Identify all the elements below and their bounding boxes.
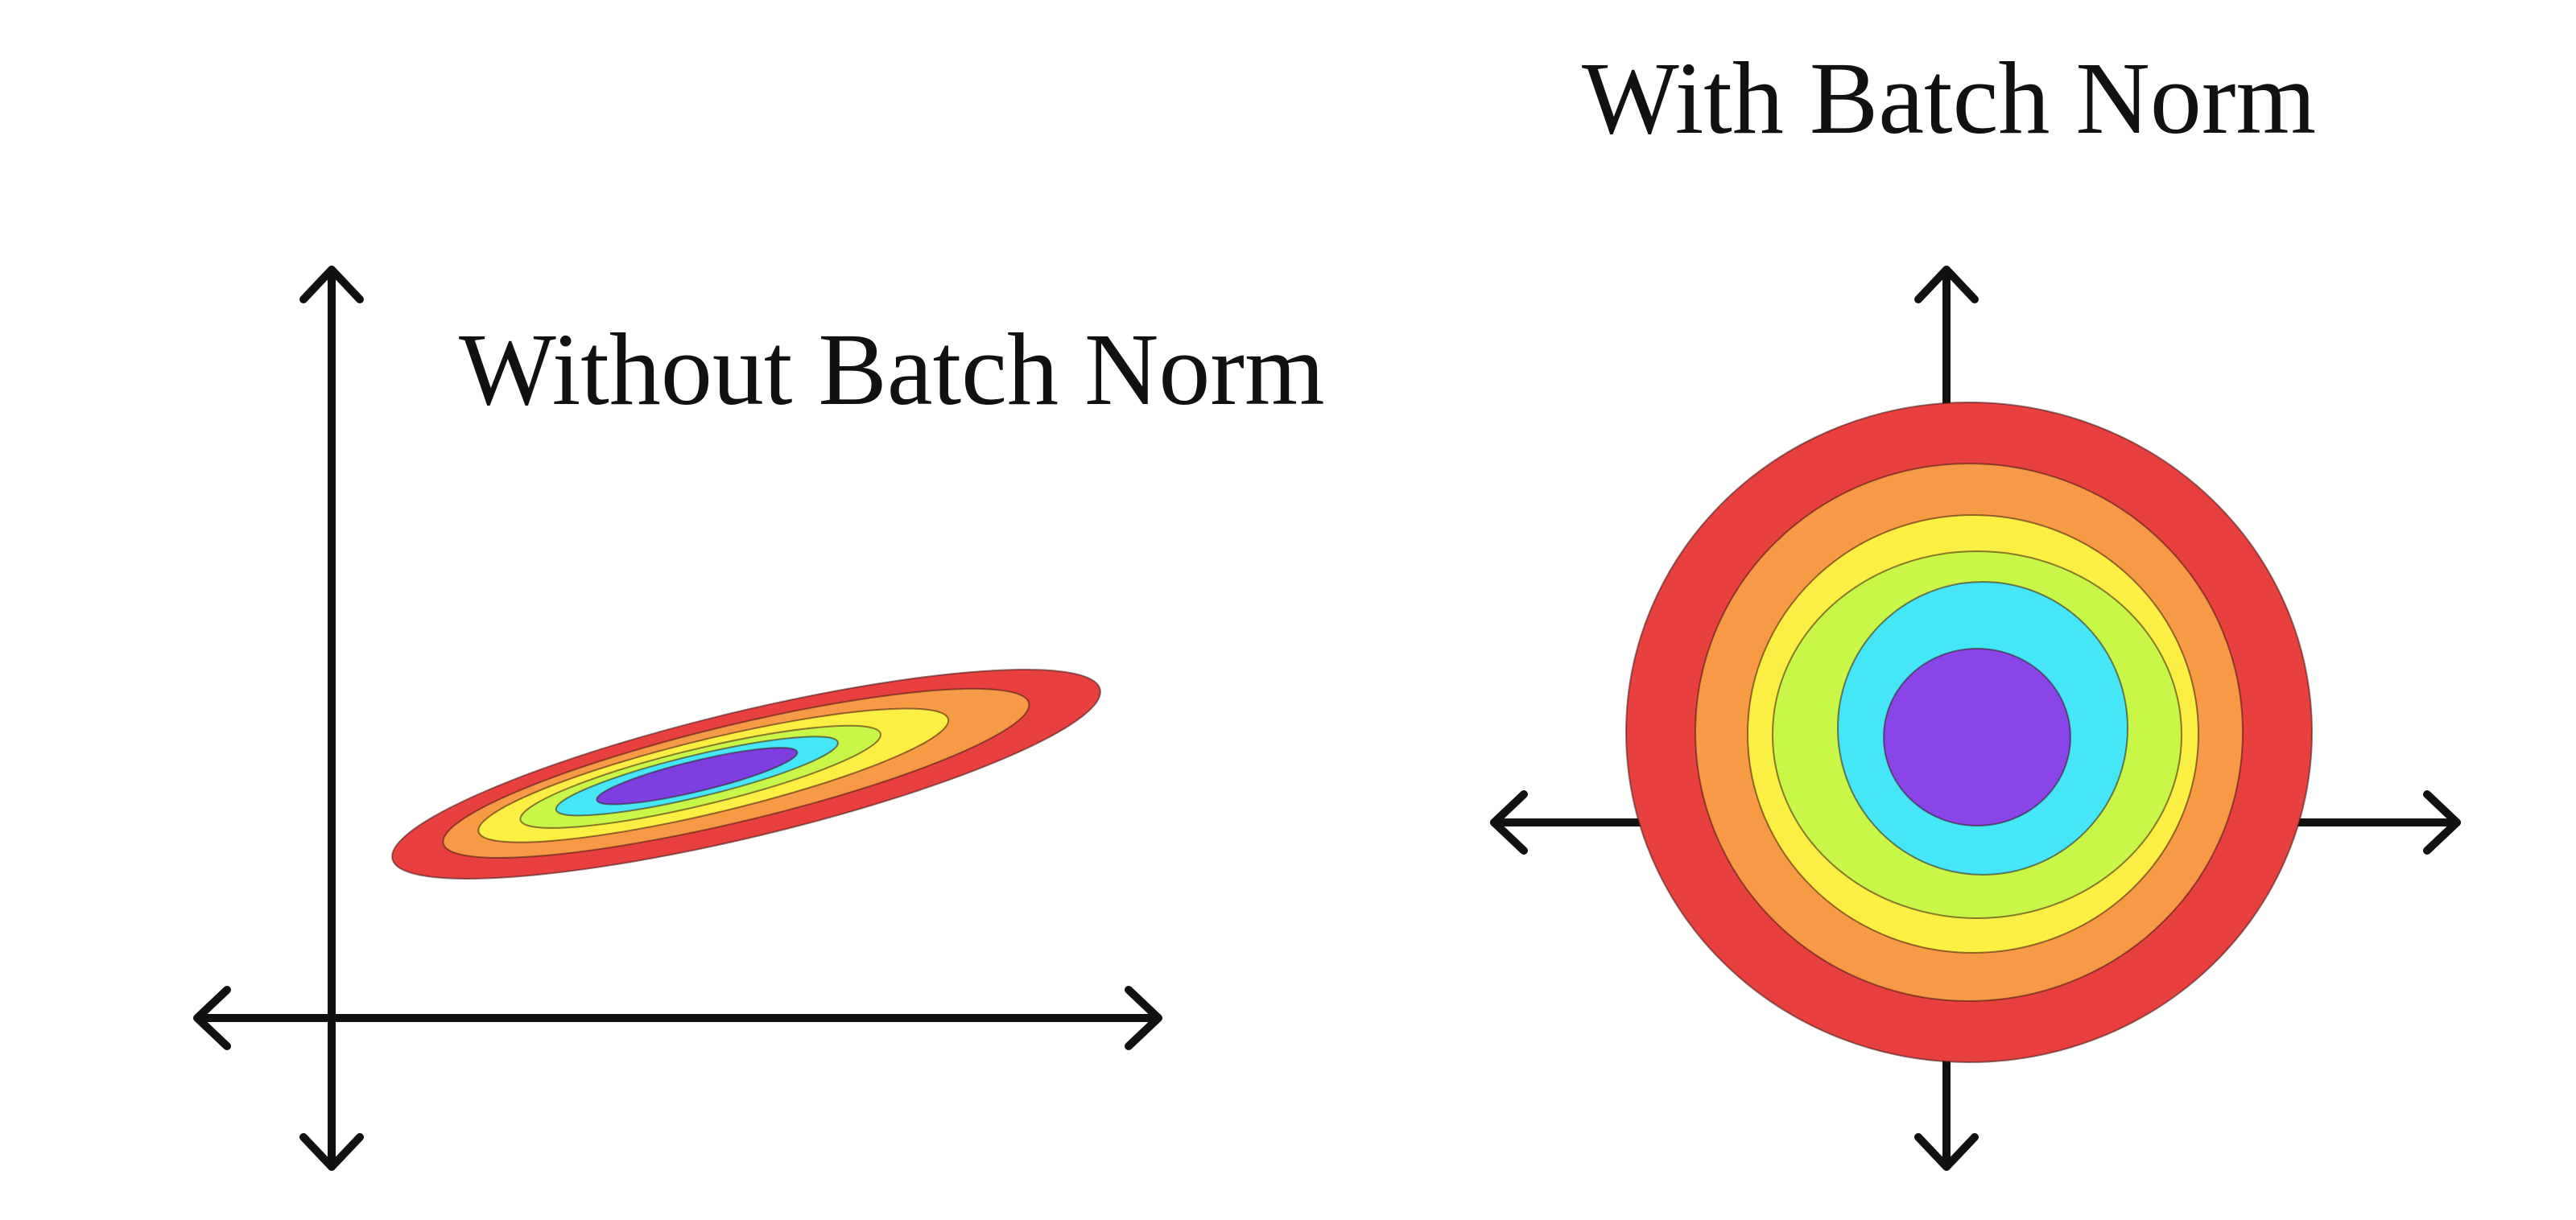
y-axis-down-arrowhead <box>1914 1133 1979 1171</box>
contour-level-6 <box>596 747 799 806</box>
x-axis-right-arrowhead <box>2423 790 2461 855</box>
elongated-contour-plot <box>391 669 1101 880</box>
panel-without-batch-norm: Without Batch Norm <box>193 266 1325 1171</box>
y-axis-down-arrowhead <box>299 1133 364 1171</box>
contour-level-6 <box>1883 648 2071 826</box>
panel-title-with-batch-norm: With Batch Norm <box>1582 41 2316 155</box>
circular-contour-plot <box>1625 402 2313 1063</box>
x-axis-right-arrowhead <box>1125 986 1162 1050</box>
x-axis-left-arrowhead <box>193 986 231 1050</box>
x-axis-left-arrowhead <box>1490 790 1528 855</box>
panel-title-without-batch-norm: Without Batch Norm <box>459 312 1325 427</box>
y-axis-up-arrowhead <box>1914 266 1979 303</box>
panel-with-batch-norm: With Batch Norm <box>1490 41 2461 1171</box>
axes-without-batch-norm <box>193 266 1162 1171</box>
y-axis-up-arrowhead <box>299 266 364 303</box>
